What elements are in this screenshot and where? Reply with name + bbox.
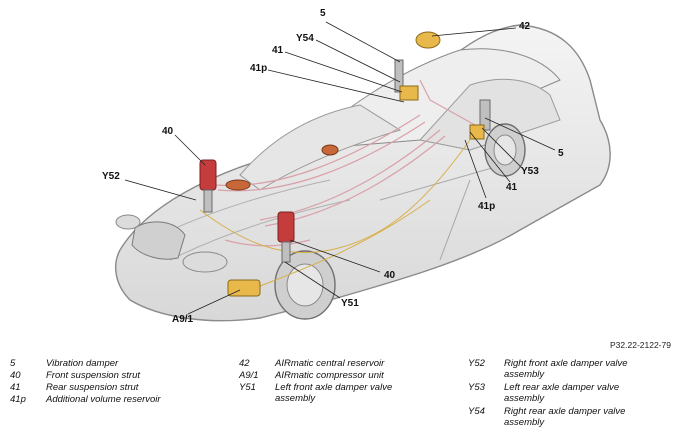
legend-code: Y51 [239, 382, 256, 393]
legend-code: 41 [10, 382, 21, 393]
leader-lines [124, 21, 556, 315]
callout-41p-top: 41p [250, 63, 268, 74]
front-suspension-strut-left [277, 211, 295, 263]
callout-y53: Y53 [521, 166, 539, 177]
legend-desc: AIRmatic central reservoir [275, 358, 385, 369]
callout-5-top: 5 [320, 8, 326, 19]
legend-code: Y52 [468, 358, 485, 369]
legend-code: 41p [10, 394, 26, 405]
front-left-wheel [274, 250, 336, 320]
legend-code: 42 [239, 358, 250, 369]
front-suspension-strut-right [199, 159, 217, 213]
callout-5-right: 5 [558, 148, 564, 159]
legend-desc: AIRmatic compressor unit [275, 370, 384, 381]
callout-40-left: 40 [162, 126, 174, 137]
callout-41-right: 41 [506, 182, 518, 193]
callout-40-bottom: 40 [384, 270, 396, 281]
legend-code: 5 [10, 358, 16, 369]
legend-code: A9/1 [239, 370, 259, 381]
rear-left-wheel [484, 123, 526, 177]
callout-41p-right: 41p [478, 201, 496, 212]
legend-desc: Front suspension strut [46, 370, 140, 381]
legend-desc: Rear suspension strut [46, 382, 139, 393]
callout-y52: Y52 [102, 171, 120, 182]
legend-code: Y53 [468, 382, 485, 393]
legend-desc: Right front axle damper valve assembly [504, 358, 628, 380]
car-body [114, 24, 611, 322]
legend-desc: Right rear axle damper valve assembly [504, 406, 626, 428]
callout-y54: Y54 [296, 33, 314, 44]
callout-41-top: 41 [272, 45, 284, 56]
cabin-component [225, 144, 339, 191]
signal-lines [199, 139, 471, 291]
callout-42: 42 [519, 21, 531, 32]
figure-reference: P32.22-2122-79 [610, 340, 671, 350]
legend-desc: Additional volume reservoir [46, 394, 161, 405]
legend-desc: Left rear axle damper valve assembly [504, 382, 620, 404]
legend-code: Y54 [468, 406, 485, 417]
legend-desc: Left front axle damper valve assembly [275, 382, 393, 404]
vibration-damper-rear [394, 59, 419, 101]
legend-code: 40 [10, 370, 21, 381]
car-suspension-diagram [114, 21, 611, 322]
legend-desc: Vibration damper [46, 358, 119, 369]
callout-a91: A9/1 [172, 314, 194, 325]
central-reservoir [415, 31, 441, 49]
callout-y51: Y51 [341, 298, 359, 309]
